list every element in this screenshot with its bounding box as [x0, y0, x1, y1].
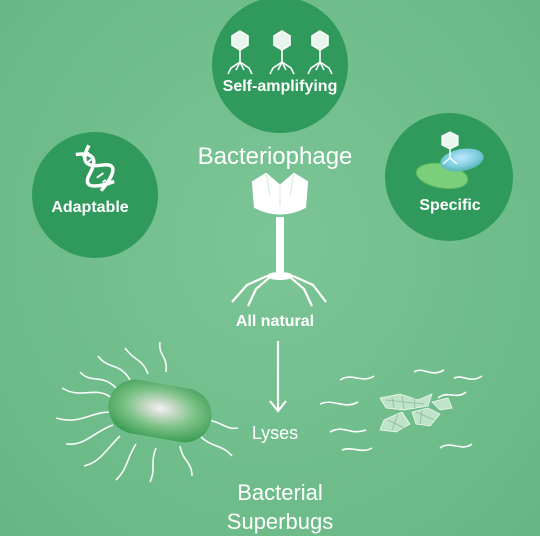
target-line-2: Superbugs	[226, 509, 334, 534]
adaptable-circle	[32, 132, 158, 258]
phage-icon	[307, 30, 333, 75]
phage-icon	[231, 172, 327, 307]
bacterial-superbugs-label: Bacterial Superbugs	[180, 478, 380, 536]
lysed-bacterium-icon	[319, 369, 483, 452]
bacterium-icon	[55, 341, 239, 483]
bacteriophage-title: Bacteriophage	[197, 143, 353, 170]
all-natural-label: All natural	[235, 313, 315, 330]
lyses-label: Lyses	[251, 423, 299, 443]
bacteria-bound-phage-icon	[415, 131, 484, 190]
arrow-down-icon	[269, 341, 287, 413]
self-amplifying-label: Self-amplifying	[222, 78, 338, 95]
target-line-1: Bacterial	[237, 480, 323, 505]
phage-icon	[269, 30, 295, 75]
phage-icon	[227, 30, 253, 75]
specific-label: Specific	[419, 197, 481, 214]
dna-icon	[75, 144, 115, 192]
adaptable-label: Adaptable	[51, 199, 129, 216]
